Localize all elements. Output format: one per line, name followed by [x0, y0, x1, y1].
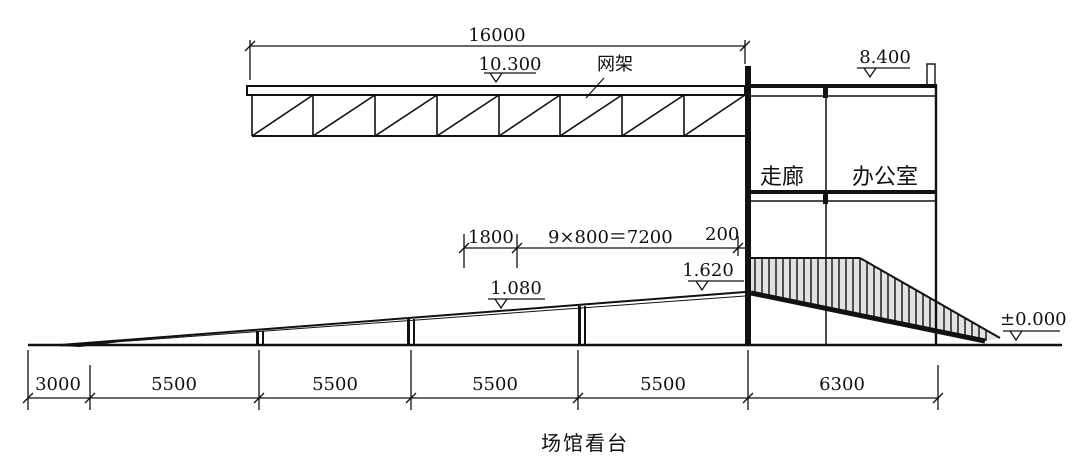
elevation-mark-10300 — [484, 72, 536, 84]
dimension-seat-rows — [458, 234, 745, 268]
base-dim-6: 6300 — [819, 374, 865, 395]
base-dim-4: 5500 — [472, 374, 518, 395]
elevation-8400-label: 8.400 — [859, 47, 911, 68]
dim-200-label: 200 — [705, 224, 739, 245]
elevation-ground-label: ±0.000 — [1000, 309, 1067, 330]
dimension-16000 — [244, 40, 751, 80]
elevation-1080-label: 1.080 — [490, 278, 542, 299]
dim-1800-label: 1800 — [468, 227, 514, 248]
base-dimension-chain — [22, 350, 944, 410]
elevation-mark-8400 — [857, 67, 910, 79]
base-dim-5: 5500 — [640, 374, 686, 395]
roof-truss — [246, 77, 746, 137]
exterior-stair — [750, 257, 1001, 344]
truss-label: 网架 — [597, 54, 633, 75]
elevation-mark-1620 — [688, 280, 744, 292]
dim-steps-label: 9×800＝7200 — [548, 227, 673, 248]
elevation-1620-label: 1.620 — [682, 260, 734, 281]
stand-rake — [59, 291, 746, 347]
dim-16000-label: 16000 — [468, 25, 525, 46]
office-label: 办公室 — [852, 165, 918, 190]
base-dim-3: 5500 — [312, 374, 358, 395]
building-frame — [745, 63, 938, 344]
base-dim-1: 3000 — [35, 374, 81, 395]
elevation-mark-ground — [1003, 330, 1060, 342]
base-dim-2: 5500 — [151, 374, 197, 395]
corridor-label: 走廊 — [760, 165, 804, 190]
figure-caption: 场馆看台 — [541, 431, 629, 455]
elevation-mark-1080 — [488, 298, 545, 310]
elevation-10300-label: 10.300 — [479, 54, 542, 75]
